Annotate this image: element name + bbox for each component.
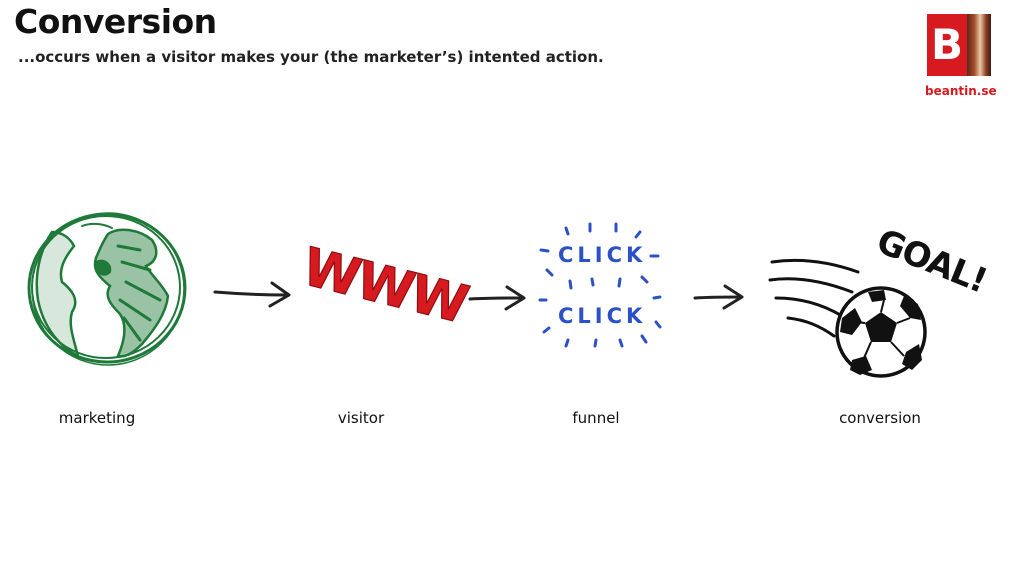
soccer-ball-icon: GOAL! — [768, 221, 992, 378]
logo-url: beantin.se — [925, 84, 997, 98]
www-icon: WWW — [296, 237, 473, 337]
brand-logo[interactable]: B beantin.se — [925, 14, 997, 98]
svg-text:WWW: WWW — [297, 237, 473, 336]
arrow-1 — [213, 281, 291, 308]
logo-photo — [967, 14, 991, 76]
label-marketing: marketing — [58, 409, 136, 427]
globe-icon — [27, 212, 187, 366]
label-visitor: visitor — [337, 409, 385, 427]
svg-text:CLICK: CLICK — [558, 243, 646, 267]
click-icon: CLICK CLICK — [538, 222, 662, 348]
label-funnel: funnel — [572, 409, 620, 427]
slide-title: Conversion — [14, 2, 217, 41]
arrow-2 — [468, 285, 526, 311]
logo-letter: B — [927, 14, 967, 76]
svg-text:CLICK: CLICK — [558, 304, 646, 328]
label-conversion: conversion — [839, 409, 921, 427]
slide-subtitle: ...occurs when a visitor makes your (the… — [18, 48, 604, 66]
arrow-3 — [693, 284, 744, 310]
